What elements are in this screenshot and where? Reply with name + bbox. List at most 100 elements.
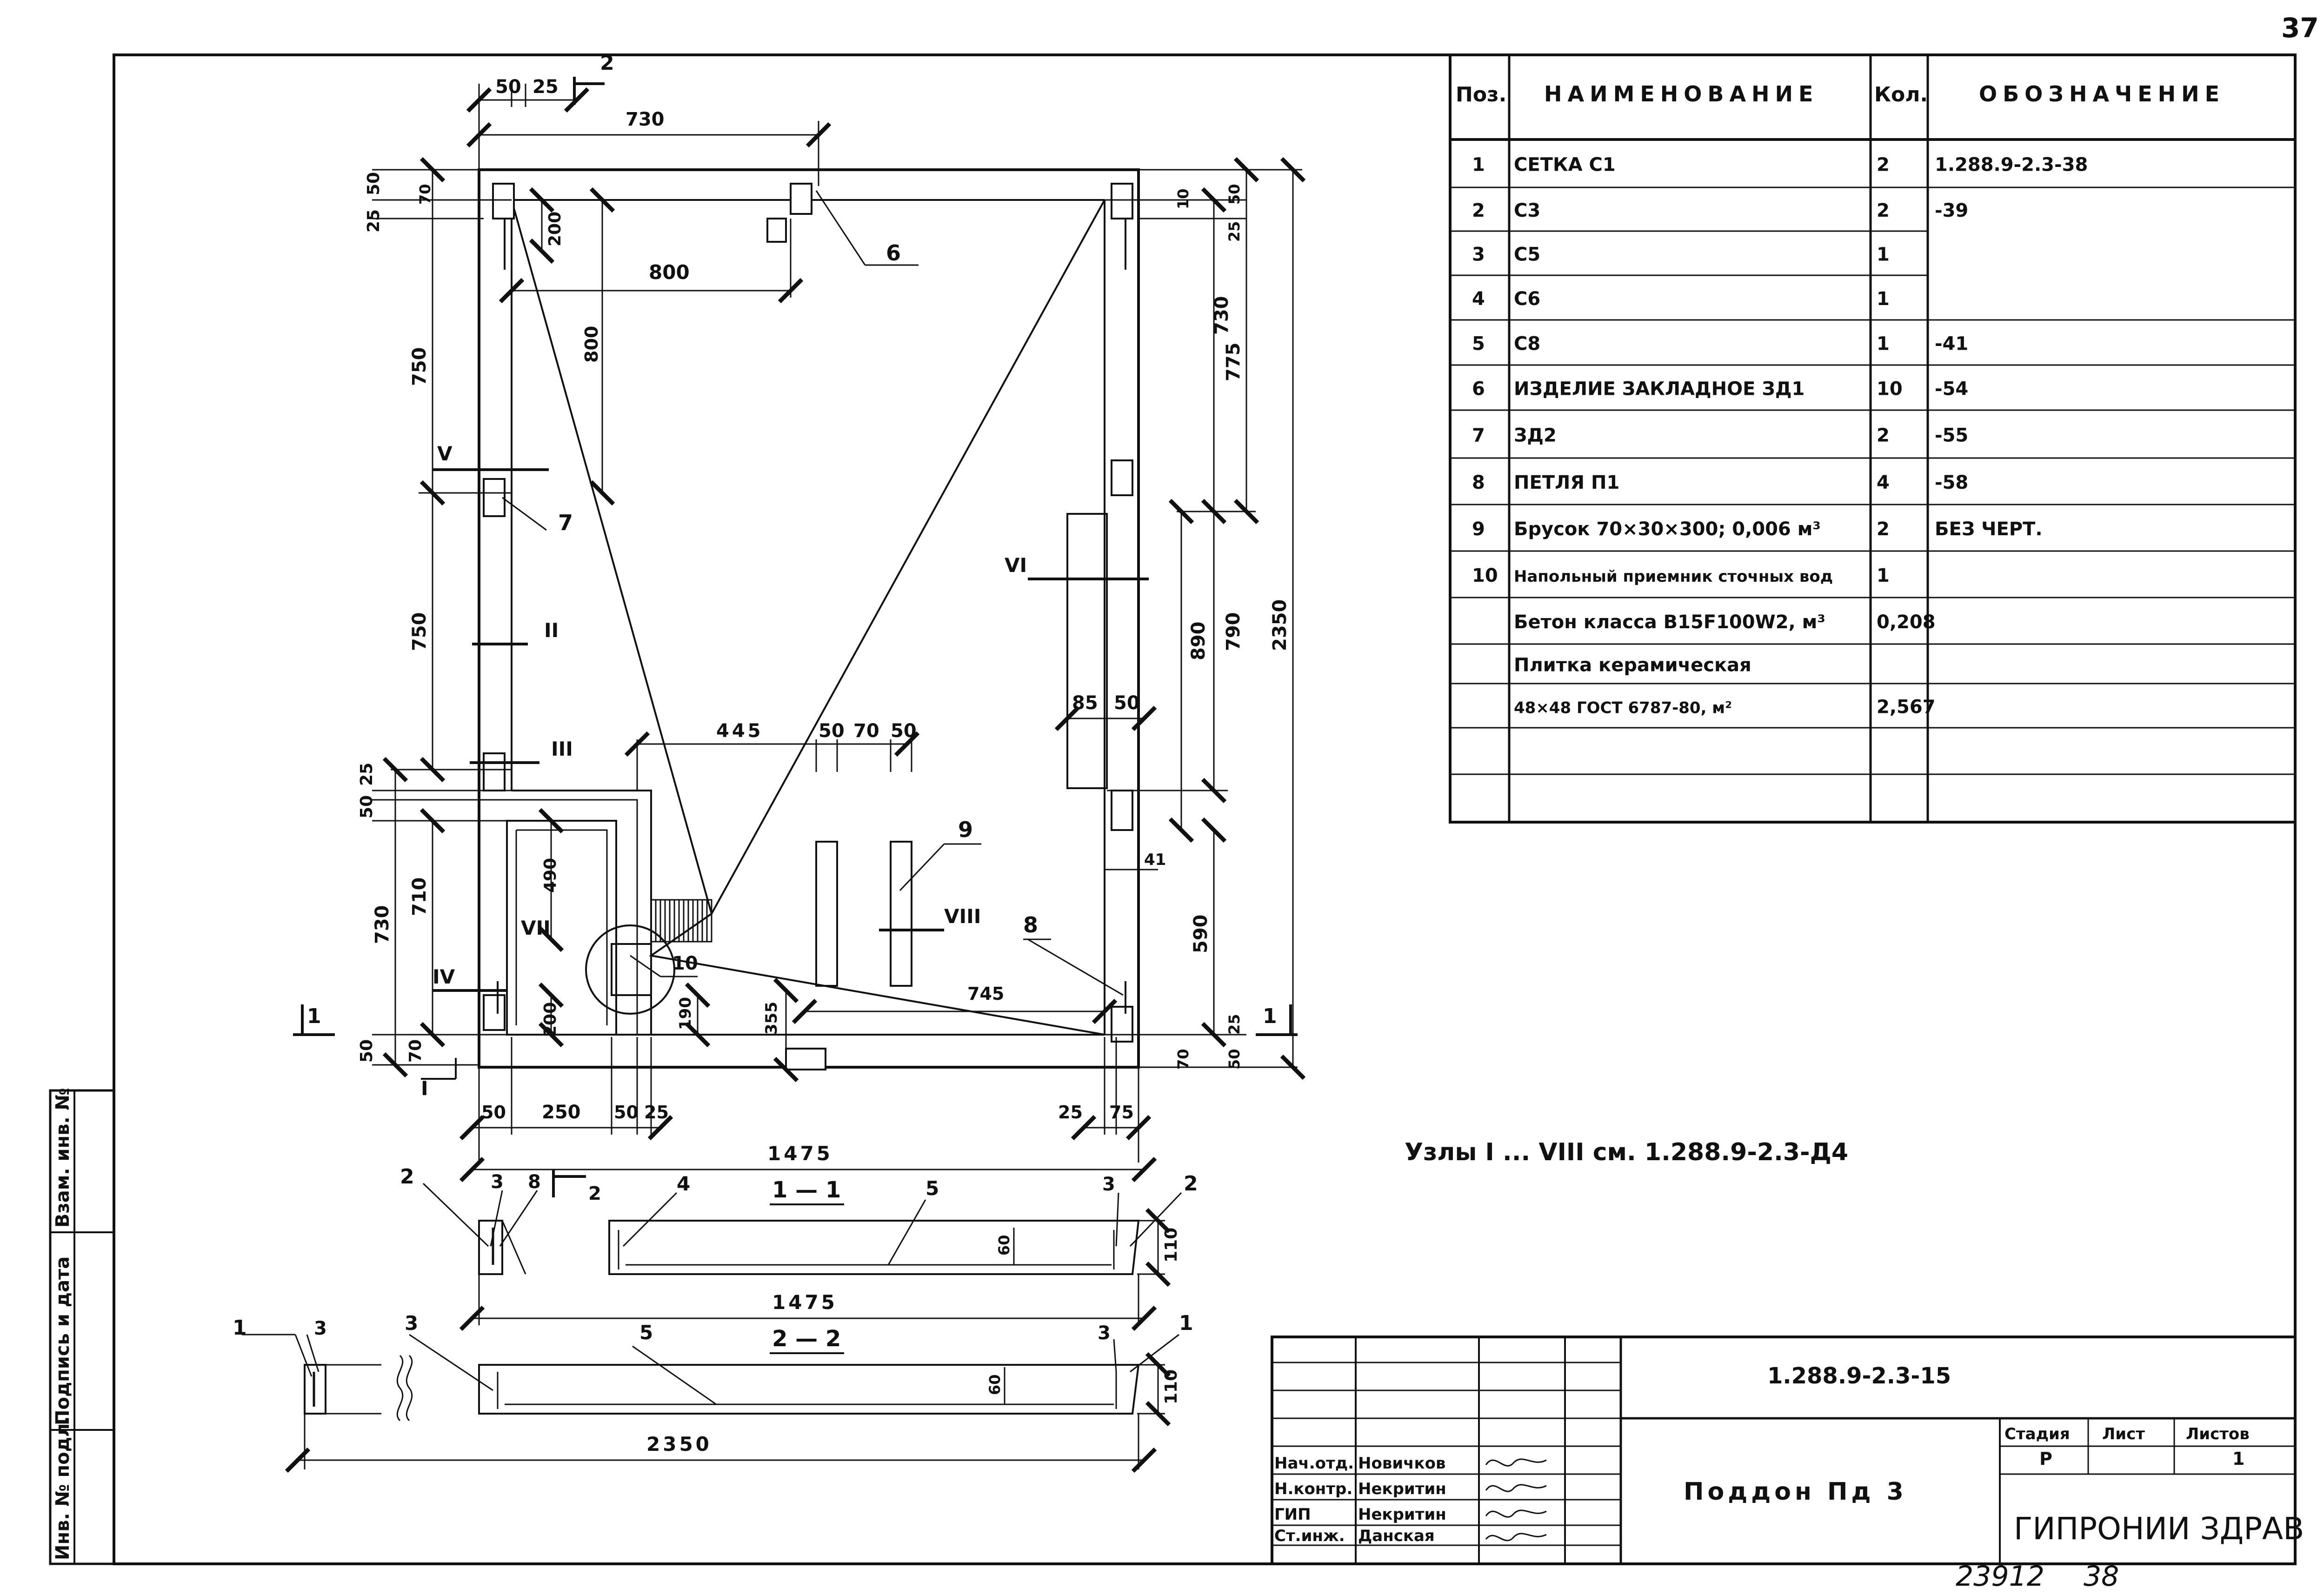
dim-r-890: 890 [1188, 622, 1209, 661]
spec-qty: 1 [1877, 244, 1890, 266]
role-1: Нач.отд. [1274, 1454, 1354, 1473]
spec-row-lines [1450, 186, 2295, 775]
cut-label-1-left: 1 [307, 1004, 321, 1028]
spec-designation: БЕЗ ЧЕРТ. [1935, 518, 2043, 540]
callout-6: 6 [886, 240, 901, 266]
dim-r-730: 730 [1211, 296, 1232, 335]
dim-v800: 800 [581, 326, 602, 363]
dim-bot-50: 50 [481, 1102, 506, 1123]
spec-name: ПЕТЛЯ П1 [1514, 472, 1619, 493]
spec-pos: 5 [1472, 333, 1485, 355]
dim-r-25: 25 [1225, 221, 1243, 242]
section-2-2-callout-3-right: 3 [1098, 1323, 1111, 1344]
inventory-number: 23912 [1956, 1560, 2044, 1593]
spec-name: ИЗДЕЛИЕ ЗАКЛАДНОЕ ЗД1 [1514, 379, 1805, 400]
section-2-2-callout-1-left: 1 [233, 1316, 247, 1340]
dim-left-50c: 50 [357, 1039, 376, 1063]
doc-title: Поддон Пд 3 [1684, 1478, 1907, 1506]
plan-outer-contour [478, 168, 1140, 1069]
section-1-1-dim-60: 60 [995, 1235, 1013, 1256]
dim-r-790: 790 [1223, 612, 1244, 651]
role-3: ГИП [1274, 1505, 1311, 1524]
section-2-2-callout-3-left: 3 [314, 1318, 327, 1339]
dim-r-590: 590 [1190, 915, 1212, 954]
dim-left-750b: 750 [409, 612, 430, 651]
spec-pos: 3 [1472, 244, 1485, 266]
spec-qty: 10 [1877, 379, 1903, 400]
section-1-1-cut-2: 2 [588, 1183, 601, 1204]
name-1: Новичков [1358, 1454, 1445, 1473]
dim-bot-25: 25 [644, 1102, 669, 1123]
dim-left-750a: 750 [409, 347, 430, 386]
title-block: 1.288.9-2.3-15 Поддон Пд 3 ГИПРОНИИ ЗДРА… [1271, 1336, 2304, 1565]
spec-name: СЕТКА С1 [1514, 154, 1616, 176]
dim-left-25b: 25 [357, 763, 376, 786]
dim-top-730: 730 [626, 109, 665, 130]
section-2-2-dim-60: 60 [986, 1374, 1004, 1395]
plan-view: 2 1 1 V II III IV VI VII VIII I [293, 51, 1306, 1183]
dim-bot-50b: 50 [614, 1102, 639, 1123]
cut-mark-2-section [552, 1170, 586, 1197]
dim-left-70: 70 [416, 184, 434, 205]
dim-v355: 355 [762, 1002, 781, 1035]
spec-qty: 2 [1877, 154, 1890, 176]
dim-bot-1475: 1475 [767, 1142, 833, 1165]
callout-10: 10 [672, 953, 698, 974]
spec-pos: 8 [1472, 472, 1485, 493]
section-1-1-body [478, 1220, 503, 1275]
wooden-bar-right [890, 841, 912, 987]
dim-v200b: 200 [541, 1002, 560, 1037]
spec-pos: 10 [1472, 565, 1498, 586]
spec-name: Плитка керамическая [1514, 655, 1751, 676]
spec-pos: 4 [1472, 288, 1485, 310]
section-2-2-callout-1-right: 1 [1179, 1311, 1193, 1335]
node-circle-vii [585, 924, 675, 1015]
section-2-2-body [478, 1364, 1140, 1415]
dim-mid-50b: 50 [891, 720, 917, 742]
spec-designation: -55 [1935, 425, 1968, 446]
spec-name: 48×48 ГОСТ 6787-80, м² [1514, 699, 1732, 718]
node-label-vii: VII [521, 917, 551, 939]
spec-qty: 2,567 [1877, 697, 1936, 718]
doc-code: 1.288.9-2.3-15 [1767, 1363, 1951, 1389]
spec-designation: -54 [1935, 379, 1968, 400]
section-1-1-callout-5: 5 [926, 1177, 939, 1200]
section-2-2: 2 — 2 1 3 3 5 3 1 60 110 2350 [233, 1311, 1193, 1473]
role-4: Ст.инж. [1274, 1527, 1345, 1545]
stamp-replacement: Взам. инв. № [52, 1088, 73, 1228]
callout-8: 8 [1023, 912, 1038, 937]
dim-mid-85: 85 [1072, 692, 1098, 714]
section-2-2-callout-5: 5 [639, 1321, 653, 1344]
spec-qty: 1 [1877, 565, 1890, 586]
dim-mid-70: 70 [853, 720, 879, 742]
nodes-reference-note: Узлы I ... VIII см. 1.288.9-2.3-Д4 [1405, 1138, 1848, 1166]
dim-r-50b: 50 [1225, 1049, 1243, 1070]
dim-left-710: 710 [409, 877, 430, 917]
name-2: Некритин [1358, 1480, 1446, 1498]
dim-mid-50c: 50 [1114, 692, 1140, 714]
spec-qty: 2 [1877, 425, 1890, 446]
section-1-1-callout-3-left: 3 [491, 1171, 504, 1193]
section-2-2-dim-2350: 2350 [646, 1433, 712, 1455]
section-1-1-callout-4: 4 [677, 1172, 690, 1195]
section-1-1-dim-1475: 1475 [772, 1291, 838, 1314]
section-2-2-dim-110: 110 [1162, 1369, 1181, 1404]
cut-mark-2-top [573, 77, 605, 105]
spec-header-qty: Кол. [1874, 83, 1928, 106]
node-label-iii: III [551, 738, 573, 760]
dim-r-775: 775 [1223, 343, 1244, 382]
cut-label-1-right: 1 [1263, 1004, 1277, 1028]
dim-v190: 190 [676, 997, 695, 1030]
spec-name: С8 [1514, 333, 1540, 355]
dim-bot-25r: 25 [1058, 1102, 1083, 1123]
spec-designation: -41 [1935, 333, 1968, 355]
embedded-parts [483, 183, 1133, 1070]
callout-7: 7 [558, 510, 573, 535]
dim-bot-250: 250 [542, 1102, 581, 1123]
spec-designation: -39 [1935, 200, 1968, 221]
side-stamp: Взам. инв. № Подпись и дата Инв. № подл. [49, 1088, 115, 1565]
spec-qty: 1 [1877, 288, 1890, 310]
callout-9: 9 [958, 817, 973, 842]
